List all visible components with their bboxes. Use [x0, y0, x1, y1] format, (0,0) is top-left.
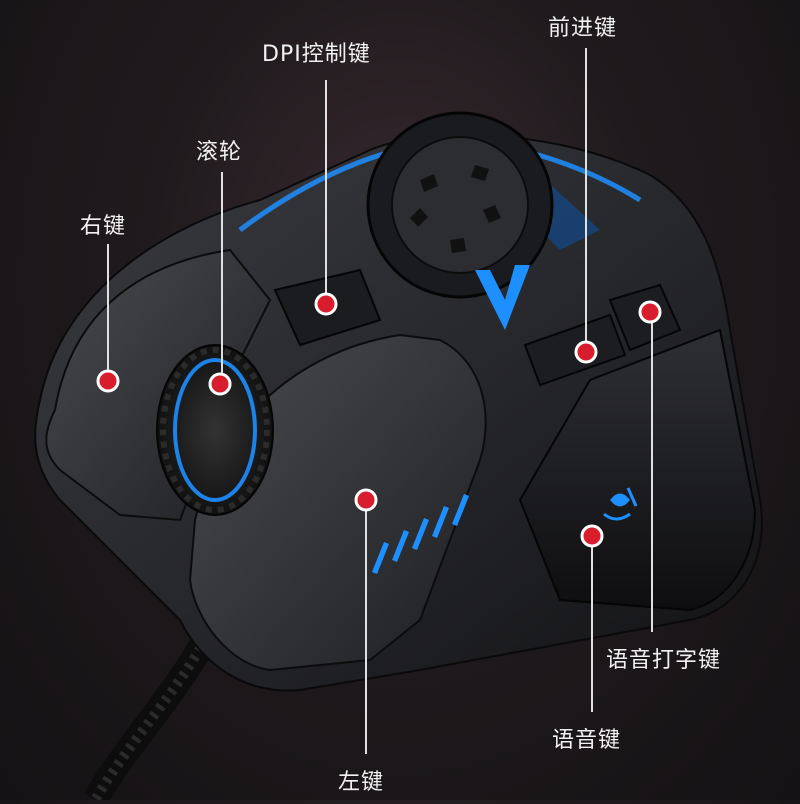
left-led-slats [372, 494, 469, 574]
marker-left [354, 488, 378, 512]
label-left-button: 左键 [338, 770, 385, 795]
markers [96, 292, 662, 548]
brand-logo [391, 136, 529, 274]
marker-voice [580, 524, 604, 548]
scroll-wheel-body [156, 344, 274, 516]
marker-dpi [314, 292, 338, 316]
marker-voice-typing [638, 300, 662, 324]
scroll-wheel-grip [160, 347, 270, 513]
leader-lines [107, 48, 653, 754]
v-led-accent [475, 265, 530, 330]
marker-right [96, 369, 120, 393]
side-panel [518, 328, 757, 612]
microphone-icon [603, 487, 638, 521]
scroll-wheel-led [173, 358, 257, 502]
label-right-button: 右键 [80, 214, 127, 239]
label-dpi-button: DPI控制键 [262, 42, 371, 67]
cable-braid [90, 627, 215, 803]
brand-logo-marks [410, 165, 501, 253]
label-voice-button: 语音键 [552, 728, 622, 753]
label-scroll-wheel: 滚轮 [196, 140, 243, 165]
label-voice-typing-button: 语音打字键 [606, 648, 722, 673]
marker-forward [574, 340, 598, 364]
marker-scroll [208, 372, 232, 396]
label-forward-button: 前进键 [548, 16, 618, 41]
